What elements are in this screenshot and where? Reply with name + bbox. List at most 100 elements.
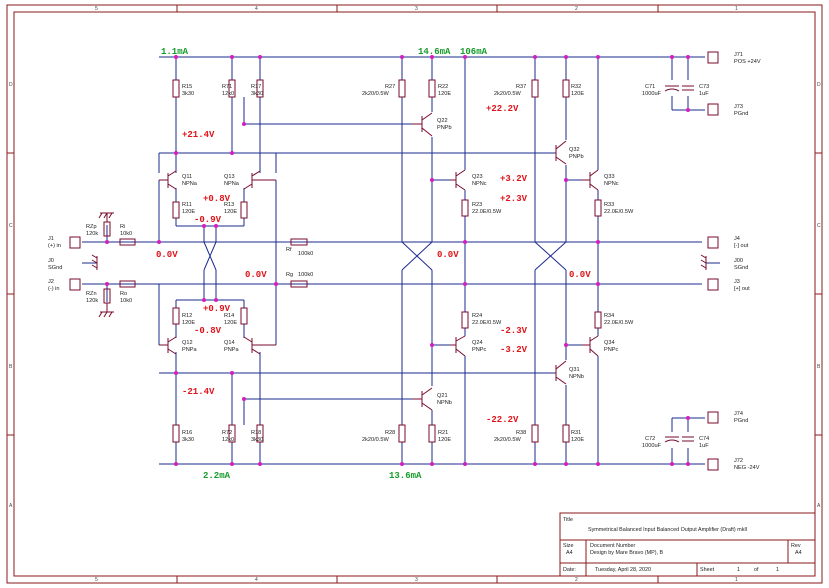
- R31-ref: R31: [571, 430, 581, 436]
- R14-ref: R14: [224, 313, 234, 319]
- Q13-ref: Q13: [224, 174, 235, 180]
- zone-top-5: 5: [95, 6, 98, 12]
- zone-left-B: B: [9, 364, 13, 370]
- ground-icon: [98, 212, 114, 222]
- current-label: 1.1mA: [161, 47, 189, 57]
- Ri-value: 10k0: [120, 231, 132, 237]
- voltage-label: -0.8V: [194, 326, 222, 336]
- C74-ref: C74: [699, 436, 709, 442]
- of-value: 1: [776, 567, 779, 573]
- C74-value: 1uF: [699, 443, 709, 449]
- Rg-value: 100k0: [298, 272, 313, 278]
- R23-value: 22.0E/0.5W: [472, 209, 502, 215]
- J1-label: (+) in: [48, 243, 61, 249]
- title-block: Title Symmetrical Balanced Input Balance…: [559, 512, 816, 577]
- J1-ref: J1: [48, 236, 54, 242]
- J3-ref: J3: [734, 279, 740, 285]
- R27-ref: R27: [385, 84, 395, 90]
- R32-ref: R32: [571, 84, 581, 90]
- Q32-type: PNPb: [569, 154, 584, 160]
- transistors: [159, 112, 599, 411]
- Ro-ref: Ro: [120, 291, 127, 297]
- zone-top-1: 1: [735, 6, 738, 12]
- C73-ref: C73: [699, 84, 709, 90]
- title-label: Title: [563, 517, 573, 523]
- Q22-type: PNPb: [437, 125, 452, 131]
- RZp-value: 120k: [86, 231, 98, 237]
- Q12-ref: Q12: [182, 340, 193, 346]
- zone-right-C: C: [817, 223, 821, 229]
- J72-label: NEG -24V: [734, 465, 760, 471]
- R27-value: 2k20/0.5W: [362, 91, 389, 97]
- R31-value: 120E: [571, 437, 584, 443]
- voltage-label: +0.8V: [203, 194, 231, 204]
- voltage-label: +2.3V: [500, 194, 528, 204]
- docnum-label: Document Number: [590, 543, 635, 549]
- Q12-type: PNPa: [182, 347, 198, 353]
- schematic-title: Symmetrical Balanced Input Balanced Outp…: [588, 527, 747, 533]
- rev-label: Rev: [791, 543, 801, 549]
- zone-right-D: D: [817, 82, 821, 88]
- current-label: 106mA: [460, 47, 488, 57]
- zone-top-4: 4: [255, 6, 258, 12]
- R37-value: 2k20/0.5W: [494, 91, 521, 97]
- R22-value: 120E: [438, 91, 451, 97]
- R11-value: 120E: [182, 209, 195, 215]
- voltage-label: 0.0V: [437, 250, 459, 260]
- C71-ref: C71: [645, 84, 655, 90]
- voltage-label: -22.2V: [486, 415, 519, 425]
- zone-left-A: A: [9, 503, 13, 509]
- Q23-ref: Q23: [472, 174, 483, 180]
- R14-value: 120E: [224, 320, 237, 326]
- R28-value: 2k20/0.5W: [362, 437, 389, 443]
- R37-ref: R37: [516, 84, 526, 90]
- R24-ref: R24: [472, 313, 482, 319]
- R32-value: 120E: [571, 91, 584, 97]
- J73-ref: J73: [734, 104, 743, 110]
- J4-label: [-] out: [734, 243, 749, 249]
- J71-label: POS +24V: [734, 59, 761, 65]
- ground-icon: [91, 254, 98, 270]
- R33-ref: R33: [604, 202, 614, 208]
- J2-label: (-) in: [48, 286, 60, 292]
- R11-ref: R11: [182, 202, 192, 208]
- voltage-label: 0.0V: [569, 270, 591, 280]
- resistors: [103, 79, 602, 443]
- zone-top-2: 2: [575, 6, 578, 12]
- Rf-value: 100k0: [298, 251, 313, 257]
- Q21-ref: Q21: [437, 393, 448, 399]
- voltage-label: +21.4V: [182, 130, 215, 140]
- R15-ref: R15: [182, 84, 192, 90]
- connectors: [69, 51, 719, 471]
- R17-value: 3k30: [251, 91, 263, 97]
- R34-ref: R34: [604, 313, 614, 319]
- RZp-ref: RZp: [86, 224, 97, 230]
- R18-value: 3k30: [251, 437, 263, 443]
- J71-ref: J71: [734, 52, 743, 58]
- J72-ref: J72: [734, 458, 743, 464]
- zone-bottom-4: 4: [255, 577, 258, 583]
- Q31-ref: Q31: [569, 367, 580, 373]
- R71-value: 12k0: [222, 91, 234, 97]
- R24-value: 22.0E/0.5W: [472, 320, 502, 326]
- Q33-ref: Q33: [604, 174, 615, 180]
- size-value: A4: [566, 550, 573, 556]
- J00-ref: J00: [734, 258, 743, 264]
- R13-ref: R13: [224, 202, 234, 208]
- R28-ref: R28: [385, 430, 395, 436]
- Ro-value: 10k0: [120, 298, 132, 304]
- R72-value: 12k0: [222, 437, 234, 443]
- Q11-ref: Q11: [182, 174, 192, 180]
- zone-left-D: D: [9, 82, 13, 88]
- sheet-value: 1: [737, 567, 740, 573]
- R18-ref: R18: [251, 430, 261, 436]
- C72-ref: C72: [645, 436, 655, 442]
- voltage-label: -21.4V: [182, 387, 215, 397]
- Q21-type: NPNb: [437, 400, 452, 406]
- Q24-type: PNPc: [472, 347, 487, 353]
- R16-ref: R16: [182, 430, 192, 436]
- R38-value: 2k20/0.5W: [494, 437, 521, 443]
- R22-ref: R22: [438, 84, 448, 90]
- junction-dots: [105, 55, 690, 466]
- voltage-annotations: +21.4V +0.8V -0.9V 0.0V 0.0V +0.9V -0.8V…: [156, 104, 591, 425]
